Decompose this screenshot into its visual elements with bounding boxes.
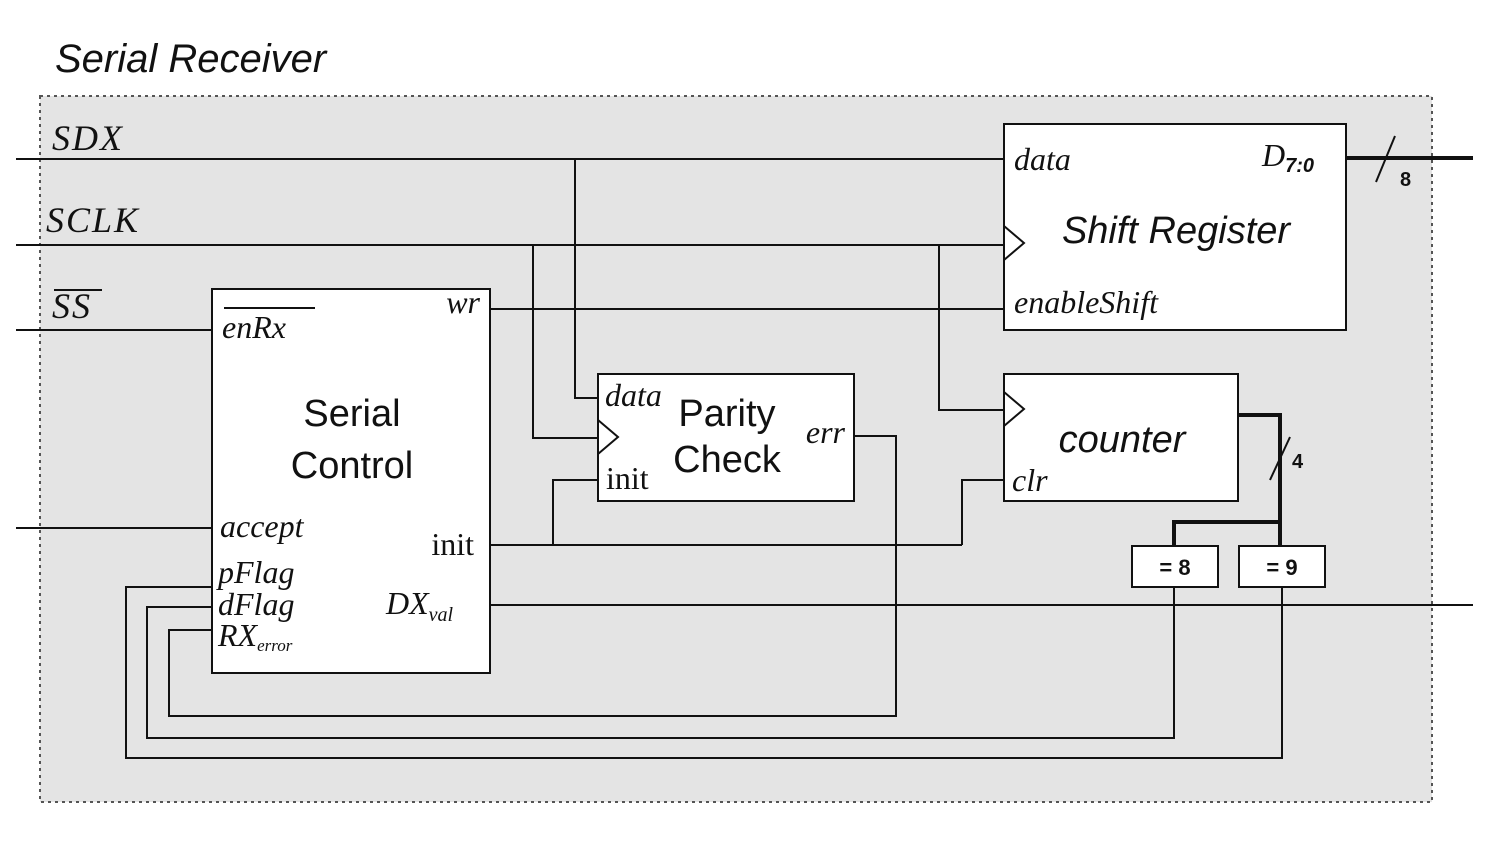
serial-control-dxval-port: DXval — [385, 585, 454, 626]
parity-data-port: data — [605, 377, 662, 413]
comparator-eq8-label: = 8 — [1159, 555, 1190, 580]
init-to-counter — [961, 479, 1004, 545]
counter-clock-marker — [1003, 391, 1026, 427]
parity-title-line1: Parity — [678, 393, 775, 435]
d-bus-slash — [1375, 135, 1396, 183]
parity-check-block: data init err Parity Check — [597, 373, 855, 502]
serial-control-block: enRx wr Serial Control accept init pFlag… — [211, 284, 491, 674]
dxval-main: DX — [385, 585, 430, 621]
parity-init-port: init — [606, 460, 649, 496]
eq9-feedback — [125, 586, 1283, 759]
serial-control-rxerror-port: RXerror — [217, 617, 293, 655]
serial-control-accept-port: accept — [220, 508, 305, 544]
err-feedback — [168, 435, 897, 717]
parity-err-port: err — [806, 414, 846, 450]
shift-register-enable-port: enableShift — [1014, 284, 1159, 320]
ss-label: SS — [52, 286, 92, 326]
shift-register-clock-marker — [1003, 225, 1026, 261]
counter-clr-port: clr — [1012, 462, 1048, 498]
serial-control-dflag-port: dFlag — [218, 586, 294, 622]
shift-register-output-label: D7:0 — [1261, 137, 1314, 177]
rxerror-main: RX — [217, 617, 259, 653]
wires — [16, 135, 1473, 759]
serial-control-init-port: init — [431, 526, 474, 562]
sclk-tap-counter — [938, 245, 1004, 411]
rxerror-sub: error — [257, 636, 293, 655]
dxval-sub: val — [429, 604, 454, 626]
eq8-feedback — [146, 587, 1175, 739]
counter-block: counter clr 4 — [1003, 373, 1304, 502]
parity-clock-marker — [597, 419, 620, 455]
shift-register-block: data enableShift Shift Register D7:0 8 — [1003, 123, 1411, 331]
sdx-label: SDX — [52, 118, 124, 158]
serial-control-wr-port: wr — [446, 284, 480, 320]
comparator-eq8: = 8 — [1131, 545, 1219, 588]
counter-bus-width: 4 — [1292, 451, 1304, 473]
shift-register-bus-width: 8 — [1400, 169, 1411, 191]
comparator-eq9: = 9 — [1238, 545, 1326, 588]
diagram-title: Serial Receiver — [55, 37, 328, 81]
shift-register-title: Shift Register — [1062, 210, 1291, 252]
init-to-parity — [552, 479, 598, 545]
shift-register-data-port: data — [1014, 141, 1071, 177]
counter-bus-slash — [1269, 436, 1291, 481]
comparator-eq9-label: = 9 — [1266, 555, 1297, 580]
serial-control-title-line2: Control — [291, 445, 414, 487]
parity-title-line2: Check — [673, 439, 782, 481]
serial-control-enrx-port: enRx — [222, 309, 286, 345]
sdx-tap-parity — [574, 159, 598, 399]
shift-register-output-main: D — [1261, 137, 1285, 173]
shift-register-output-sub: 7:0 — [1285, 155, 1314, 177]
serial-control-title-line1: Serial — [303, 393, 400, 435]
counter-title: counter — [1059, 419, 1187, 461]
serial-control-pflag-port: pFlag — [216, 554, 294, 590]
sclk-label: SCLK — [46, 200, 140, 240]
